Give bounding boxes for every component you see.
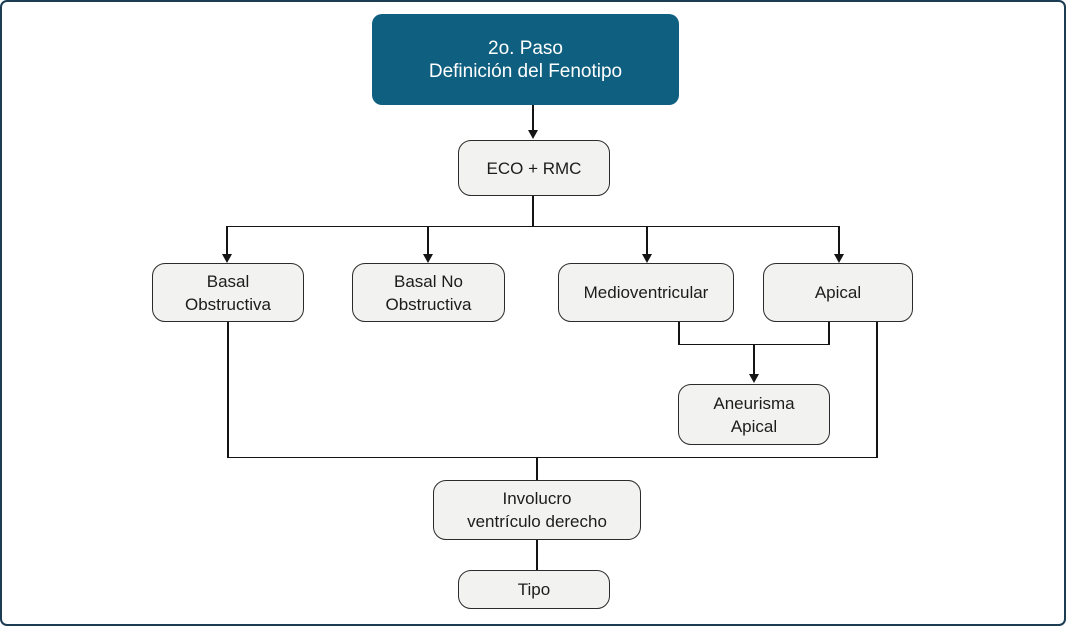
node-tipo: Tipo <box>458 570 610 609</box>
connector-drop-basal-no-obstructiva <box>427 226 429 255</box>
node-involucro-vd-line2: ventrículo derecho <box>467 512 607 531</box>
node-apical-label: Apical <box>814 283 862 302</box>
node-eco-rmc-label: ECO + RMC <box>486 158 582 178</box>
arrowhead-apical-icon <box>834 254 844 263</box>
node-apical: Apical <box>763 263 913 322</box>
node-aneurisma-apical-line2: Apical <box>730 416 778 436</box>
arrowhead-eco-icon <box>528 130 538 139</box>
node-basal-obstructiva-line2: Obstructiva <box>185 294 271 314</box>
arrowhead-basal-no-obstructiva-icon <box>423 254 433 263</box>
node-involucro-vd: Involucro ventrículo derecho <box>433 480 641 540</box>
connector-basal-obstructiva-down <box>227 322 229 458</box>
node-medioventricular: Medioventricular <box>558 263 734 322</box>
node-aneurisma-apical-line1: Aneurisma <box>713 393 795 413</box>
arrowhead-aneurisma-icon <box>749 374 759 383</box>
connector-header-eco <box>532 105 534 131</box>
node-tipo-label: Tipo <box>517 580 551 599</box>
connector-drop-basal-obstructiva <box>226 226 228 255</box>
node-step-header: 2o. Paso Definición del Fenotipo <box>372 14 679 105</box>
node-basal-obstructiva-line1: Basal <box>206 271 250 291</box>
connector-involucro-tipo <box>536 540 538 570</box>
connector-branch-rail <box>227 226 840 228</box>
connector-drop-aneurisma <box>753 344 755 375</box>
node-aneurisma-apical: Aneurisma Apical <box>678 384 830 445</box>
node-basal-no-obstructiva: Basal No Obstructiva <box>352 263 505 322</box>
node-eco-rmc: ECO + RMC <box>458 140 610 196</box>
connector-medioventricular-bracket <box>678 322 680 345</box>
connector-apical-down <box>876 322 878 458</box>
node-basal-obstructiva: Basal Obstructiva <box>152 263 304 322</box>
node-basal-no-obstructiva-line2: Obstructiva <box>385 294 472 314</box>
connector-apical-bracket <box>828 322 830 345</box>
node-step-header-line1: 2o. Paso <box>488 37 563 59</box>
connector-drop-involucro <box>536 457 538 481</box>
arrowhead-medioventricular-icon <box>642 254 652 263</box>
connector-drop-apical <box>838 226 840 255</box>
node-basal-no-obstructiva-line1: Basal No <box>394 271 463 291</box>
node-step-header-line2: Definición del Fenotipo <box>428 60 623 82</box>
connector-convergence-rail <box>227 457 878 459</box>
connector-eco-stem <box>532 196 534 227</box>
node-medioventricular-label: Medioventricular <box>583 283 709 302</box>
connector-drop-medioventricular <box>646 226 648 255</box>
node-involucro-vd-line1: Involucro <box>502 489 572 508</box>
arrowhead-basal-obstructiva-icon <box>222 254 232 263</box>
